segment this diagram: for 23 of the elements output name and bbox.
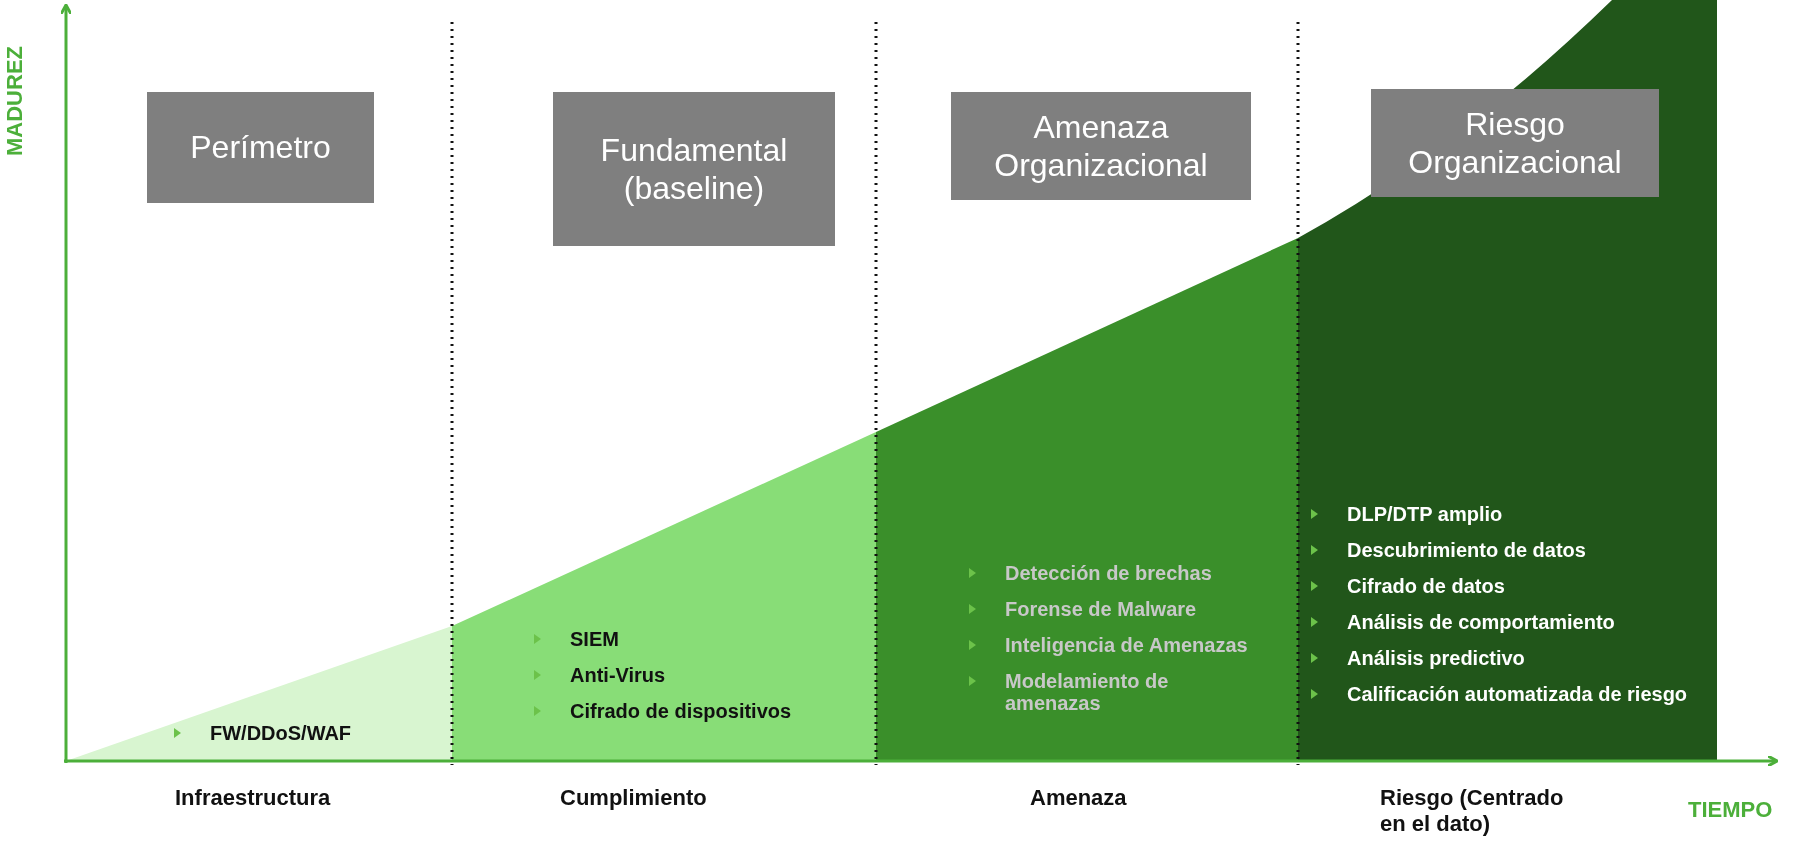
bullet-item: Descubrimiento de datos (1311, 539, 1711, 561)
stage-label: Cumplimiento (560, 785, 707, 811)
bullet-item: Forense de Malware (969, 598, 1269, 620)
bullet-item: Cifrado de dispositivos (534, 700, 872, 722)
bullet-item: Análisis predictivo (1311, 647, 1711, 669)
bullet-item: Modelamiento de amenazas (969, 670, 1269, 714)
axis-title: TIEMPO (1688, 797, 1773, 823)
bullet-item: Detección de brechas (969, 562, 1269, 584)
bullet-item: Inteligencia de Amenazas (969, 634, 1269, 656)
bullet-item: Análisis de comportamiento (1311, 611, 1711, 633)
axis-title: MADUREZ (2, 46, 28, 156)
stage-title-box: Amenaza Organizacional (951, 92, 1251, 200)
bullet-item: Anti-Virus (534, 664, 872, 686)
stage-label: Amenaza (1030, 785, 1127, 811)
stage-label: Riesgo (Centrado en el dato) (1380, 785, 1565, 837)
stage-label: Infraestructura (175, 785, 331, 811)
bullet-item: Calificación automatizada de riesgo (1311, 683, 1711, 705)
stage-title-box: Perímetro (147, 92, 374, 203)
bullet-item: SIEM (534, 628, 872, 650)
bullet-item: FW/DDoS/WAF (174, 722, 448, 744)
bullet-item: DLP/DTP amplio (1311, 503, 1711, 525)
bullet-item: Cifrado de datos (1311, 575, 1711, 597)
stage-title-box: Fundamental (baseline) (553, 92, 835, 246)
